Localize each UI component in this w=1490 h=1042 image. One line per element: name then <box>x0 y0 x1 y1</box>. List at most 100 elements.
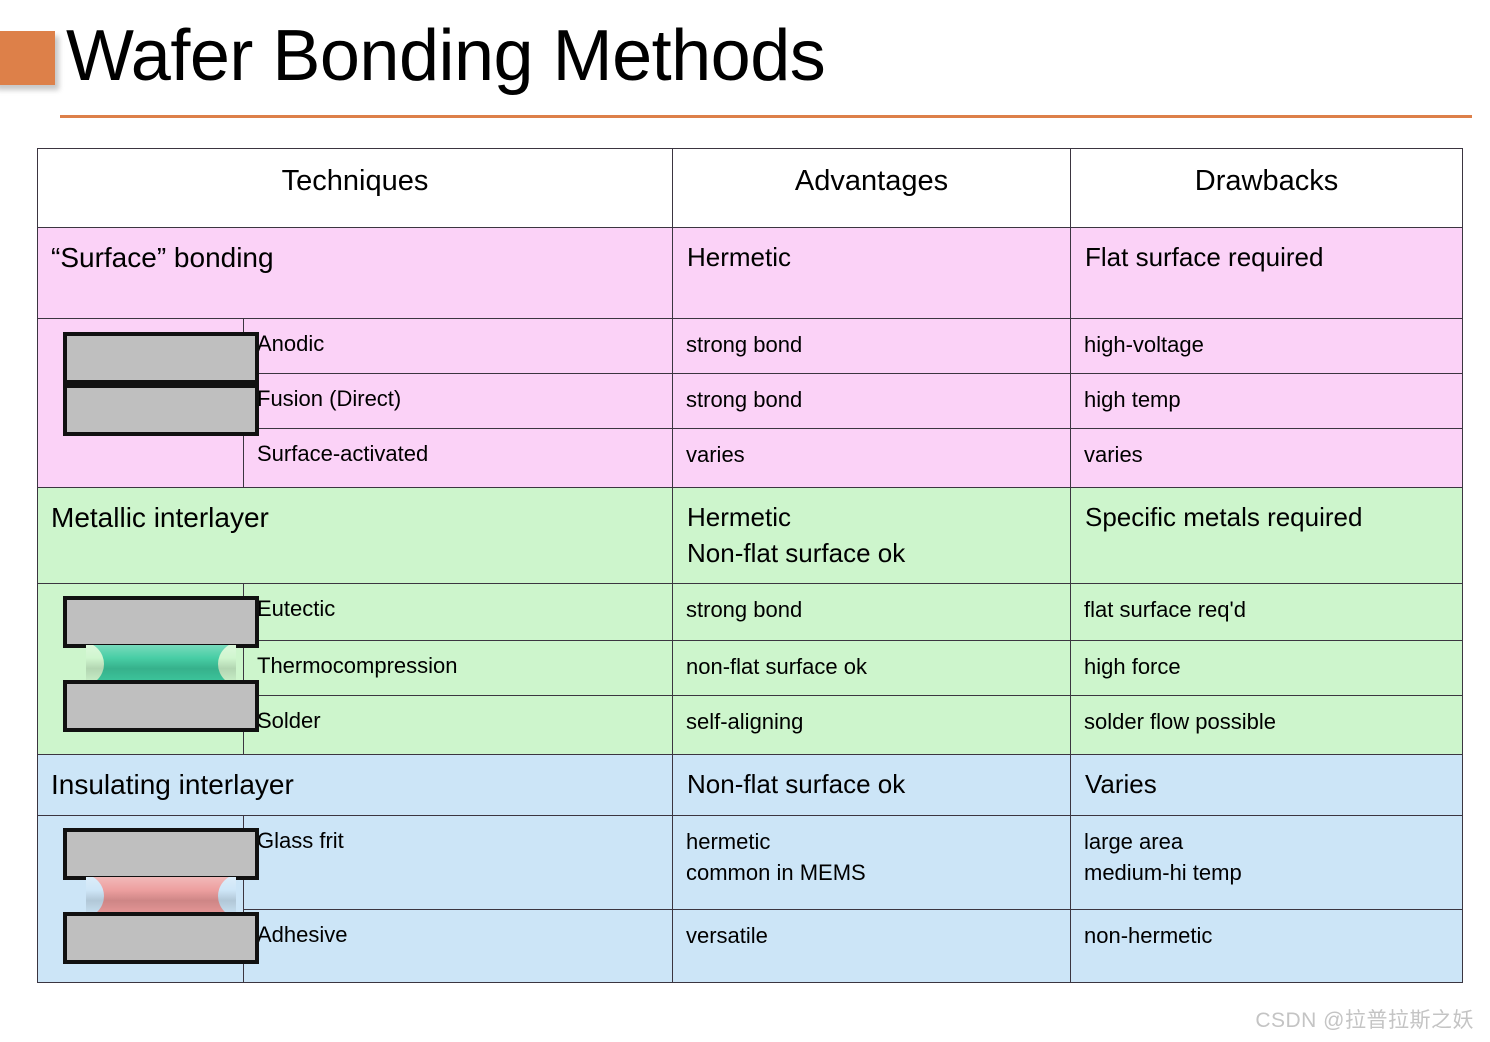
advantages-text: self-aligning <box>673 696 1070 737</box>
advantage-line: strong bond <box>686 332 803 357</box>
drawbacks-cell: varies <box>1070 428 1463 488</box>
advantages-text: non-flat surface ok <box>673 641 1070 682</box>
section-drawbacks-insulating-interlayer: Varies <box>1070 754 1463 816</box>
advantages-text: strong bond <box>673 584 1070 625</box>
wafer-plate-bottom <box>63 680 259 732</box>
section-header-row-insulating-interlayer: Insulating interlayer Non-flat surface o… <box>37 754 1463 816</box>
column-header-techniques-label: Techniques <box>281 165 429 197</box>
advantage-line: varies <box>686 442 745 467</box>
advantage-line: hermetic <box>686 829 771 854</box>
advantage-line: versatile <box>686 923 768 948</box>
advantage-line: Non-flat surface ok <box>687 769 906 799</box>
table-row: Thermocompression non-flat surface ok hi… <box>37 640 1463 696</box>
advantages-cell: non-flat surface ok <box>672 640 1071 696</box>
section-title-metallic-interlayer: Metallic interlayer <box>37 487 673 584</box>
technique-label: Fusion (Direct) <box>257 386 402 411</box>
wafer-plate-bottom <box>63 912 259 964</box>
csdn-watermark: CSDN @拉普拉斯之妖 <box>1255 1009 1474 1032</box>
technique-name-cell: Fusion (Direct) <box>243 373 673 429</box>
advantages-cell: hermetic common in MEMS <box>672 815 1071 910</box>
advantages-text: varies <box>673 429 1070 470</box>
technique-label: Adhesive <box>257 922 348 947</box>
drawback-line: Varies <box>1085 769 1157 799</box>
technique-label: Eutectic <box>257 596 336 621</box>
drawbacks-cell: high force <box>1070 640 1463 696</box>
drawbacks-cell: high-voltage <box>1070 318 1463 374</box>
table-row: Adhesive versatile non-hermetic <box>37 909 1463 983</box>
drawback-line: high-voltage <box>1084 332 1204 357</box>
section-advantages-text: Hermetic Non-flat surface ok <box>673 488 1070 571</box>
advantage-line: strong bond <box>686 597 803 622</box>
advantages-cell: strong bond <box>672 583 1071 641</box>
section-drawbacks-text: Flat surface required <box>1071 228 1462 275</box>
section-drawbacks-text: Varies <box>1071 755 1462 802</box>
advantage-line: Hermetic <box>687 502 792 532</box>
table-row: Anodic strong bond high-voltage <box>37 318 1463 488</box>
technique-name-cell: Anodic <box>243 318 673 374</box>
slide-title-bar: Wafer Bonding Methods <box>0 0 1490 130</box>
drawback-line: medium-hi temp <box>1084 860 1242 885</box>
column-header-drawbacks-label: Drawbacks <box>1194 165 1339 197</box>
section-title-label: Insulating interlayer <box>51 769 294 800</box>
technique-name-cell: Thermocompression <box>243 640 673 696</box>
section-advantages-insulating-interlayer: Non-flat surface ok <box>672 754 1071 816</box>
section-title-label: “Surface” bonding <box>51 242 274 273</box>
table-row: Glass frit hermetic common in MEMS large… <box>37 815 1463 983</box>
technique-name-cell: Surface-activated <box>243 428 673 488</box>
section-header-row-surface-bonding: “Surface” bonding Hermetic Flat surface … <box>37 227 1463 319</box>
table-row: Fusion (Direct) strong bond high temp <box>37 373 1463 429</box>
wafer-plate-top <box>63 828 259 880</box>
wafer-plate-bottom <box>63 384 259 436</box>
advantage-line: self-aligning <box>686 709 804 734</box>
section-header-row-metallic-interlayer: Metallic interlayer Hermetic Non-flat su… <box>37 487 1463 584</box>
drawback-line: varies <box>1084 442 1143 467</box>
title-divider-rule <box>60 115 1472 118</box>
advantages-text: hermetic common in MEMS <box>673 816 1070 888</box>
drawbacks-cell: high temp <box>1070 373 1463 429</box>
table-row: Surface-activated varies varies <box>37 428 1463 488</box>
advantages-cell: self-aligning <box>672 695 1071 755</box>
drawback-line: solder flow possible <box>1084 709 1276 734</box>
advantage-line: common in MEMS <box>686 860 866 885</box>
section-drawbacks-surface-bonding: Flat surface required <box>1070 227 1463 319</box>
advantage-line: Non-flat surface ok <box>687 538 906 568</box>
technique-name-cell: Eutectic <box>243 583 673 641</box>
advantage-line: non-flat surface ok <box>686 654 867 679</box>
drawbacks-cell: solder flow possible <box>1070 695 1463 755</box>
drawback-line: Flat surface required <box>1085 242 1324 272</box>
section-drawbacks-metallic-interlayer: Specific metals required <box>1070 487 1463 584</box>
diagram-insulating-interlayer <box>37 815 259 983</box>
drawback-line: high force <box>1084 654 1181 679</box>
advantages-cell: strong bond <box>672 318 1071 374</box>
advantages-text: strong bond <box>673 374 1070 415</box>
wafer-bonding-methods-table: Techniques Advantages Drawbacks “Surface… <box>37 148 1463 983</box>
drawback-line: flat surface req'd <box>1084 597 1246 622</box>
advantages-cell: versatile <box>672 909 1071 983</box>
drawback-line: high temp <box>1084 387 1181 412</box>
drawbacks-text: varies <box>1071 429 1462 470</box>
title-accent-square <box>0 31 55 85</box>
table-header-row: Techniques Advantages Drawbacks <box>37 148 1463 228</box>
technique-label: Thermocompression <box>257 653 458 678</box>
table-row: Solder self-aligning solder flow possibl… <box>37 695 1463 755</box>
drawback-line: Specific metals required <box>1085 502 1363 532</box>
column-header-advantages-label: Advantages <box>794 165 949 197</box>
drawbacks-cell: flat surface req'd <box>1070 583 1463 641</box>
drawbacks-text: high temp <box>1071 374 1462 415</box>
section-drawbacks-text: Specific metals required <box>1071 488 1462 535</box>
technique-label: Solder <box>257 708 321 733</box>
technique-name-cell: Glass frit <box>243 815 673 910</box>
section-advantages-text: Non-flat surface ok <box>673 755 1070 802</box>
insulating-interlayer-shape <box>86 877 236 915</box>
drawbacks-text: high-voltage <box>1071 319 1462 360</box>
section-advantages-text: Hermetic <box>673 228 1070 275</box>
technique-label: Anodic <box>257 331 325 356</box>
technique-name-cell: Adhesive <box>243 909 673 983</box>
drawbacks-text: high force <box>1071 641 1462 682</box>
column-header-drawbacks: Drawbacks <box>1070 148 1463 228</box>
section-title-label: Metallic interlayer <box>51 502 269 533</box>
drawback-line: non-hermetic <box>1084 923 1213 948</box>
drawbacks-text: non-hermetic <box>1071 910 1462 951</box>
table-row: Eutectic strong bond flat surface req'd <box>37 583 1463 755</box>
section-title-insulating-interlayer: Insulating interlayer <box>37 754 673 816</box>
